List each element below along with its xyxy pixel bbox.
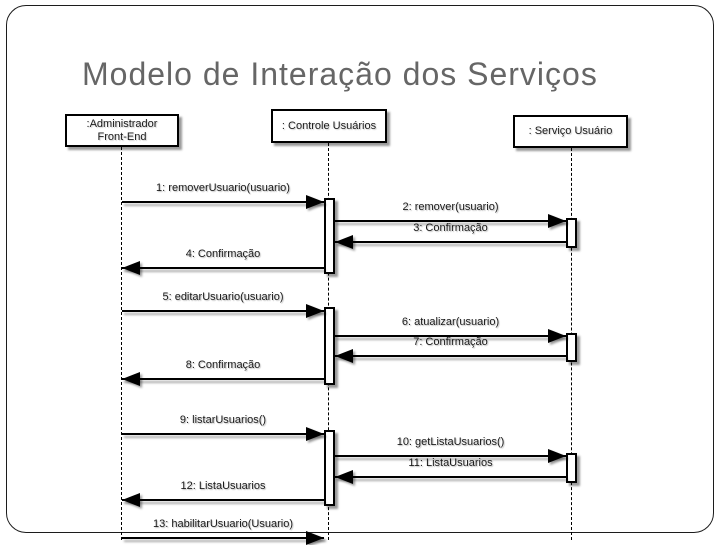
activation-bar: [566, 453, 577, 483]
message-label: 8: Confirmação: [185, 359, 261, 371]
lifeline-box-servico-usuario: : Serviço Usuário: [513, 115, 628, 148]
activation-bar: [324, 307, 335, 385]
message-arrowhead: [122, 493, 140, 507]
message-line: [122, 378, 324, 380]
message-line: [335, 476, 566, 478]
message-label: 9: listarUsuarios(): [179, 414, 267, 426]
message-arrowhead: [306, 195, 324, 209]
message-label: 2: remover(usuario): [402, 201, 499, 213]
message-label: 13: habilitarUsuario(Usuario): [152, 518, 294, 530]
message-arrowhead: [548, 449, 566, 463]
message-arrowhead: [122, 372, 140, 386]
message-label: 3: Confirmação: [413, 222, 488, 234]
message-arrowhead: [122, 261, 140, 275]
message-label: 4: Confirmação: [185, 248, 261, 260]
message-arrowhead: [335, 349, 353, 363]
message-arrowhead: [548, 214, 566, 228]
activation-bar: [566, 333, 577, 362]
lifeline-label: : Serviço Usuário: [528, 125, 613, 137]
message-arrowhead: [335, 235, 353, 249]
message-line: [122, 201, 324, 203]
message-arrowhead: [306, 304, 324, 318]
message-line: [335, 455, 566, 457]
message-label: 1: removerUsuario(usuario): [156, 182, 290, 194]
message-arrowhead: [548, 329, 566, 343]
lifeline-label: : Controle Usuários: [281, 119, 377, 132]
message-line: [122, 267, 324, 269]
message-label: 10: getListaUsuarios(): [396, 436, 505, 448]
lifeline-box-controle-usuarios: : Controle Usuários: [271, 109, 387, 143]
message-arrowhead: [306, 427, 324, 441]
activation-bar: [324, 430, 335, 506]
message-line: [335, 335, 566, 337]
message-line: [335, 220, 566, 222]
message-arrowhead: [306, 531, 324, 545]
message-line: [122, 433, 324, 435]
lifeline-label: Front-End: [97, 130, 147, 143]
message-line: [122, 537, 324, 539]
activation-bar: [324, 198, 335, 274]
message-label: 12: ListaUsuarios: [180, 480, 266, 492]
lifeline-administrador-frontend: [121, 147, 122, 540]
slide-frame: [6, 5, 714, 533]
message-label: 11: ListaUsuarios: [408, 457, 493, 469]
message-line: [335, 355, 566, 357]
message-line: [122, 499, 324, 501]
message-line: [122, 310, 324, 312]
slide-title: Modelo de Interação dos Serviços: [82, 56, 598, 92]
message-arrowhead: [335, 470, 353, 484]
message-label: 6: atualizar(usuario): [401, 316, 500, 328]
lifeline-label: :Administrador: [86, 117, 158, 130]
message-label: 7: Confirmação: [413, 336, 488, 348]
message-label: 5: editarUsuario(usuario): [162, 291, 284, 303]
activation-bar: [566, 218, 577, 248]
message-line: [335, 241, 566, 243]
